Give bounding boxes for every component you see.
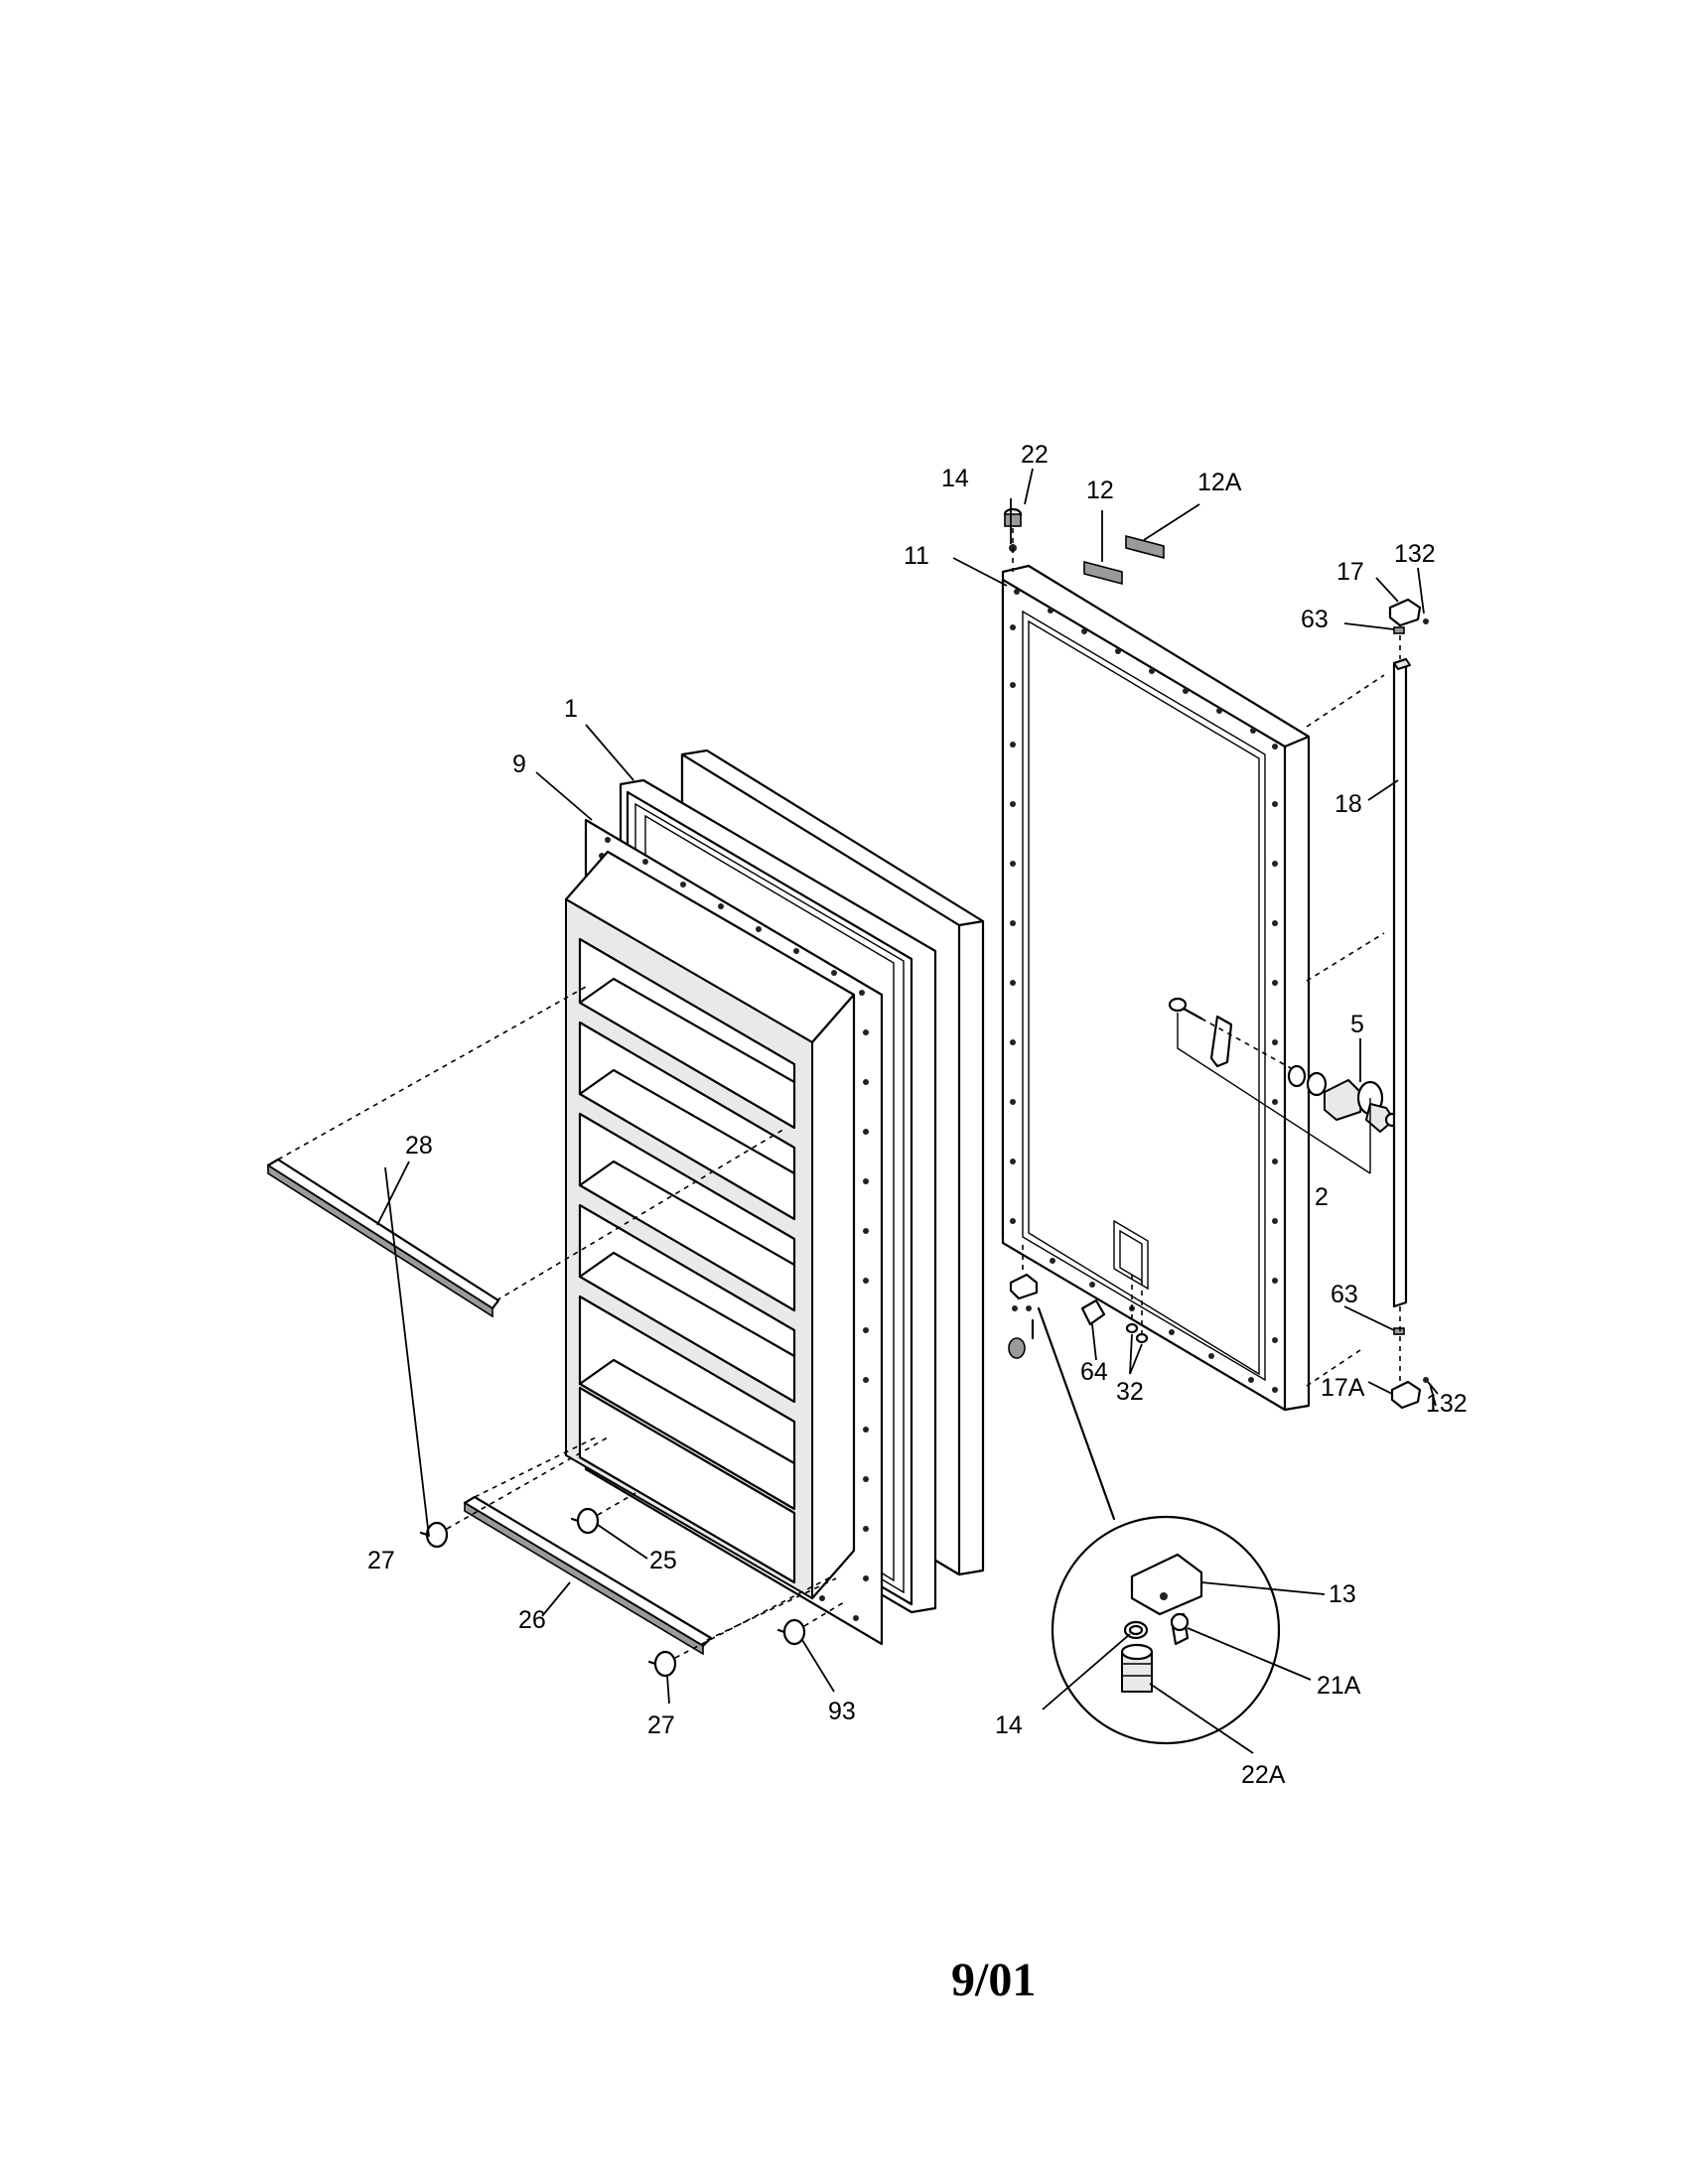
callout-14-detail: 14 bbox=[995, 1711, 1023, 1739]
callout-63-top: 63 bbox=[1301, 606, 1329, 633]
bottom-hardware bbox=[1008, 1245, 1149, 1359]
callout-28: 28 bbox=[405, 1132, 433, 1160]
hinge-bracket-17A bbox=[1390, 1306, 1429, 1410]
callout-2: 2 bbox=[1315, 1183, 1329, 1211]
callout-12A: 12A bbox=[1197, 469, 1242, 496]
leader-lines bbox=[376, 468, 1439, 1754]
callout-14-top: 14 bbox=[941, 465, 969, 492]
callout-63-bottom: 63 bbox=[1331, 1281, 1358, 1308]
lock-assembly bbox=[1168, 997, 1400, 1174]
callout-25: 25 bbox=[649, 1547, 677, 1574]
callout-132-bottom: 132 bbox=[1426, 1390, 1468, 1418]
inner-door-liner bbox=[564, 818, 884, 1646]
callout-64: 64 bbox=[1080, 1358, 1108, 1386]
callout-9: 9 bbox=[512, 751, 526, 778]
shelf-bar-28 bbox=[266, 986, 787, 1318]
screw-27-upper bbox=[419, 1436, 609, 1549]
callout-22: 22 bbox=[1021, 441, 1049, 469]
callout-11: 11 bbox=[904, 542, 929, 570]
callout-1: 1 bbox=[564, 695, 578, 723]
detail-circle bbox=[1037, 1306, 1281, 1745]
callout-93: 93 bbox=[828, 1698, 856, 1725]
callout-132-top: 132 bbox=[1394, 540, 1436, 568]
cap-22 bbox=[1003, 507, 1023, 572]
door-frame-11 bbox=[1001, 564, 1311, 1412]
screw-25 bbox=[570, 1492, 636, 1535]
callout-17: 17 bbox=[1336, 558, 1364, 586]
callout-32: 32 bbox=[1116, 1378, 1144, 1406]
callout-27-lower: 27 bbox=[647, 1711, 675, 1739]
callout-21A: 21A bbox=[1317, 1672, 1361, 1700]
callout-5: 5 bbox=[1350, 1011, 1364, 1038]
callout-17A: 17A bbox=[1321, 1374, 1365, 1402]
callout-26: 26 bbox=[518, 1606, 546, 1634]
label-12 bbox=[1083, 560, 1123, 586]
callout-27-upper: 27 bbox=[367, 1547, 395, 1574]
hinge-strip-18 bbox=[1306, 657, 1411, 1387]
screw-27-lower bbox=[647, 1575, 833, 1678]
callout-12: 12 bbox=[1086, 477, 1114, 504]
date-code: 9/01 bbox=[951, 1954, 1036, 2006]
callout-labels: 1 9 28 27 25 26 27 93 14 22 12 12A 11 17… bbox=[367, 441, 1468, 1789]
screw-93 bbox=[776, 1601, 845, 1646]
label-12A bbox=[1125, 534, 1165, 560]
callout-18: 18 bbox=[1334, 790, 1362, 818]
callout-22A: 22A bbox=[1241, 1761, 1286, 1789]
hinge-bracket-17 bbox=[1388, 598, 1429, 659]
callout-13: 13 bbox=[1329, 1580, 1356, 1608]
